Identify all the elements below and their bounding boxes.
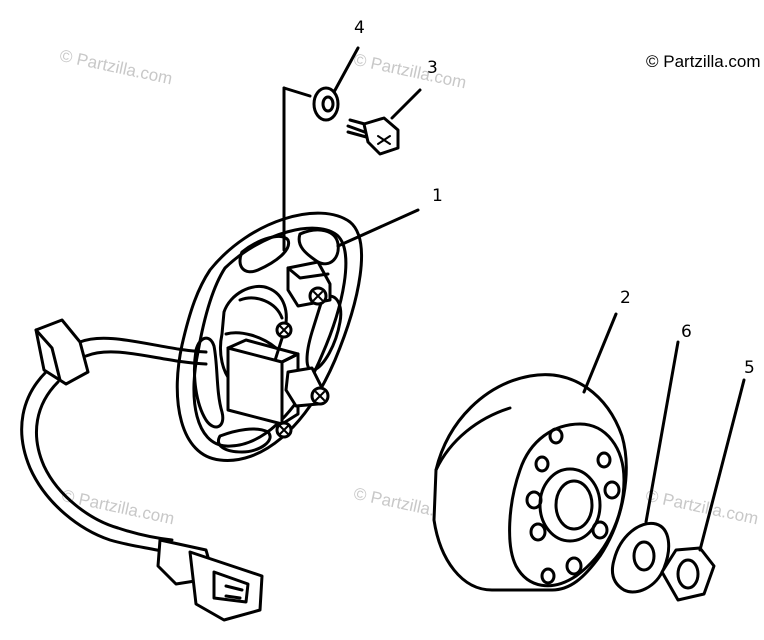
nut [660,546,716,602]
watermark-top-right: © Partzilla.com [646,52,761,71]
screw [346,116,400,156]
flywheel-rotor [432,373,628,592]
callout-part-2: 2 [620,288,631,308]
stator-assembly [20,211,363,622]
small-washer [312,86,340,122]
callout-part-6: 6 [681,322,692,342]
callout-part-1: 1 [432,186,443,206]
leader-lines [282,46,746,552]
washer [610,521,671,594]
callout-part-4: 4 [354,18,365,38]
callout-part-3: 3 [427,58,438,78]
callout-part-5: 5 [744,358,755,378]
